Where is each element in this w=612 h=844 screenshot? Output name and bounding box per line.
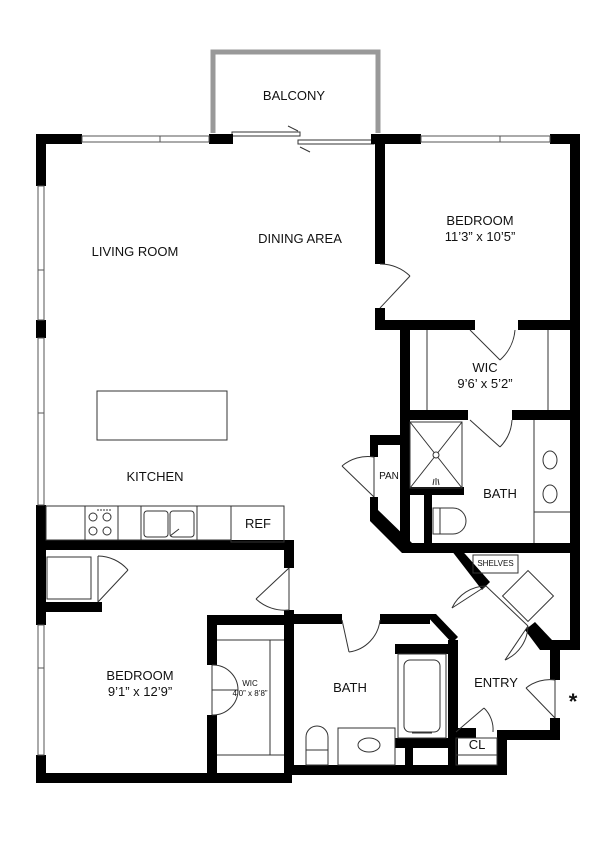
room-label-pantry: PAN [379,471,399,482]
room-dimensions: 4’0” x 8’8” [232,689,268,698]
kitchen-island [96,390,228,441]
room-dimensions: 9’1” x 12’9” [107,684,173,700]
refrigerator [230,505,285,543]
room-name: WIC [242,679,258,688]
fixtures [45,330,570,766]
room-name: WIC [472,360,498,375]
label-shelves: SHELVES [477,559,514,568]
walls [36,134,580,783]
shelves-unit [472,554,519,574]
room-name: BEDROOM [106,668,174,683]
room-label-closet: CL [468,737,486,752]
windows [37,135,551,756]
room-label-wic-main: WIC 9’6’ x 5’2” [430,360,540,393]
room-label-bath-second: BATH [333,680,367,695]
kitchen-counter [45,505,232,541]
sliding-door[interactable] [231,125,375,153]
room-label-dining-area: DINING AREA [258,231,342,246]
room-label-bedroom-second: BEDROOM 9’1” x 12’9” [80,668,200,701]
room-label-bedroom-main: BEDROOM 11’3” x 10’5” [420,213,540,246]
room-label-bath-main: BATH [483,486,517,501]
balcony-walls [210,49,381,133]
doors[interactable] [97,263,556,733]
room-dimensions: 11’3” x 10’5” [444,229,516,245]
room-name: BEDROOM [446,213,514,228]
entry-marker-icon: * [568,689,578,714]
room-label-kitchen: KITCHEN [126,469,184,484]
room-dimensions: 9’6’ x 5’2” [457,376,513,392]
room-label-living-room: LIVING ROOM [91,244,179,259]
room-label-wic-second: WIC 4’0” x 8’8” [222,679,278,699]
room-label-balcony: BALCONY [262,88,326,103]
label-refrigerator: REF [245,516,271,531]
room-label-entry: ENTRY [474,675,518,690]
